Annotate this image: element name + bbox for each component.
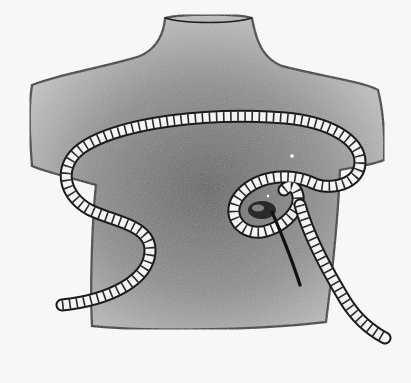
speckle [290, 154, 294, 158]
speckle [267, 195, 269, 197]
rope-knot-highlight [252, 205, 264, 212]
